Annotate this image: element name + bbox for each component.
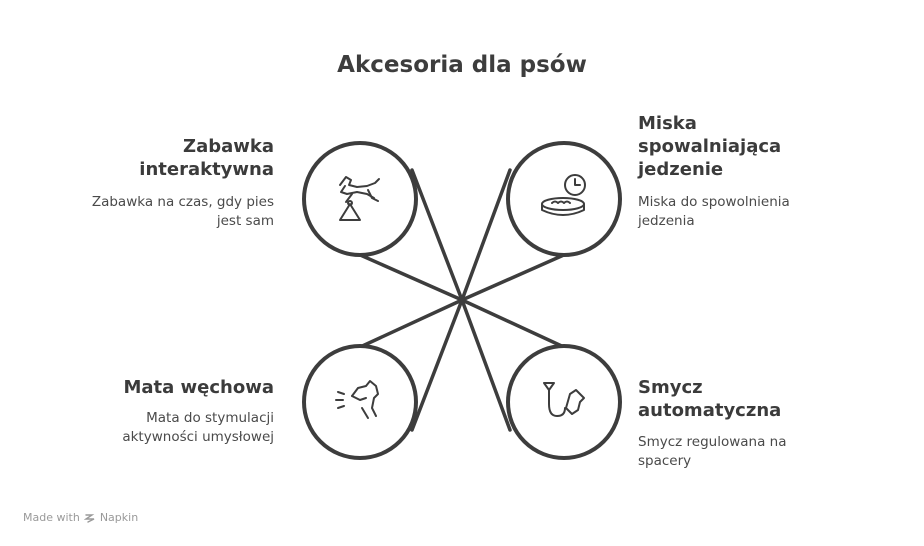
napkin-logo-icon bbox=[83, 513, 95, 523]
item-title-mata: Mata węchowa bbox=[123, 377, 274, 398]
sniffing-dog-icon bbox=[335, 380, 379, 419]
circle-bottom-right bbox=[506, 344, 622, 460]
item-title-miska: Miska spowalniająca jedzenie bbox=[638, 113, 782, 180]
retractable-leash-icon bbox=[543, 382, 585, 417]
diagram-title: Akcesoria dla psów bbox=[337, 52, 587, 78]
item-title-smycz: Smycz automatyczna bbox=[638, 377, 782, 421]
footer-brand: Napkin bbox=[99, 511, 139, 524]
item-desc-smycz: Smycz regulowana na spacery bbox=[638, 434, 787, 469]
footer-prefix: Made with bbox=[23, 511, 80, 524]
slow-bowl-clock-icon bbox=[541, 174, 586, 216]
item-desc-mata: Mata do stymulacji aktywności umysłowej bbox=[122, 410, 274, 445]
connector-lines bbox=[356, 168, 568, 432]
dog-toy-icon bbox=[339, 176, 380, 221]
item-desc-miska: Miska do spowolnienia jedzenia bbox=[638, 194, 790, 229]
item-title-zabawka: Zabawka interaktywna bbox=[139, 136, 274, 180]
circle-bottom-left bbox=[302, 344, 418, 460]
circle-top-left bbox=[302, 141, 418, 257]
item-desc-zabawka: Zabawka na czas, gdy pies jest sam bbox=[91, 194, 274, 229]
made-with-napkin[interactable]: Made with Napkin bbox=[23, 511, 138, 524]
